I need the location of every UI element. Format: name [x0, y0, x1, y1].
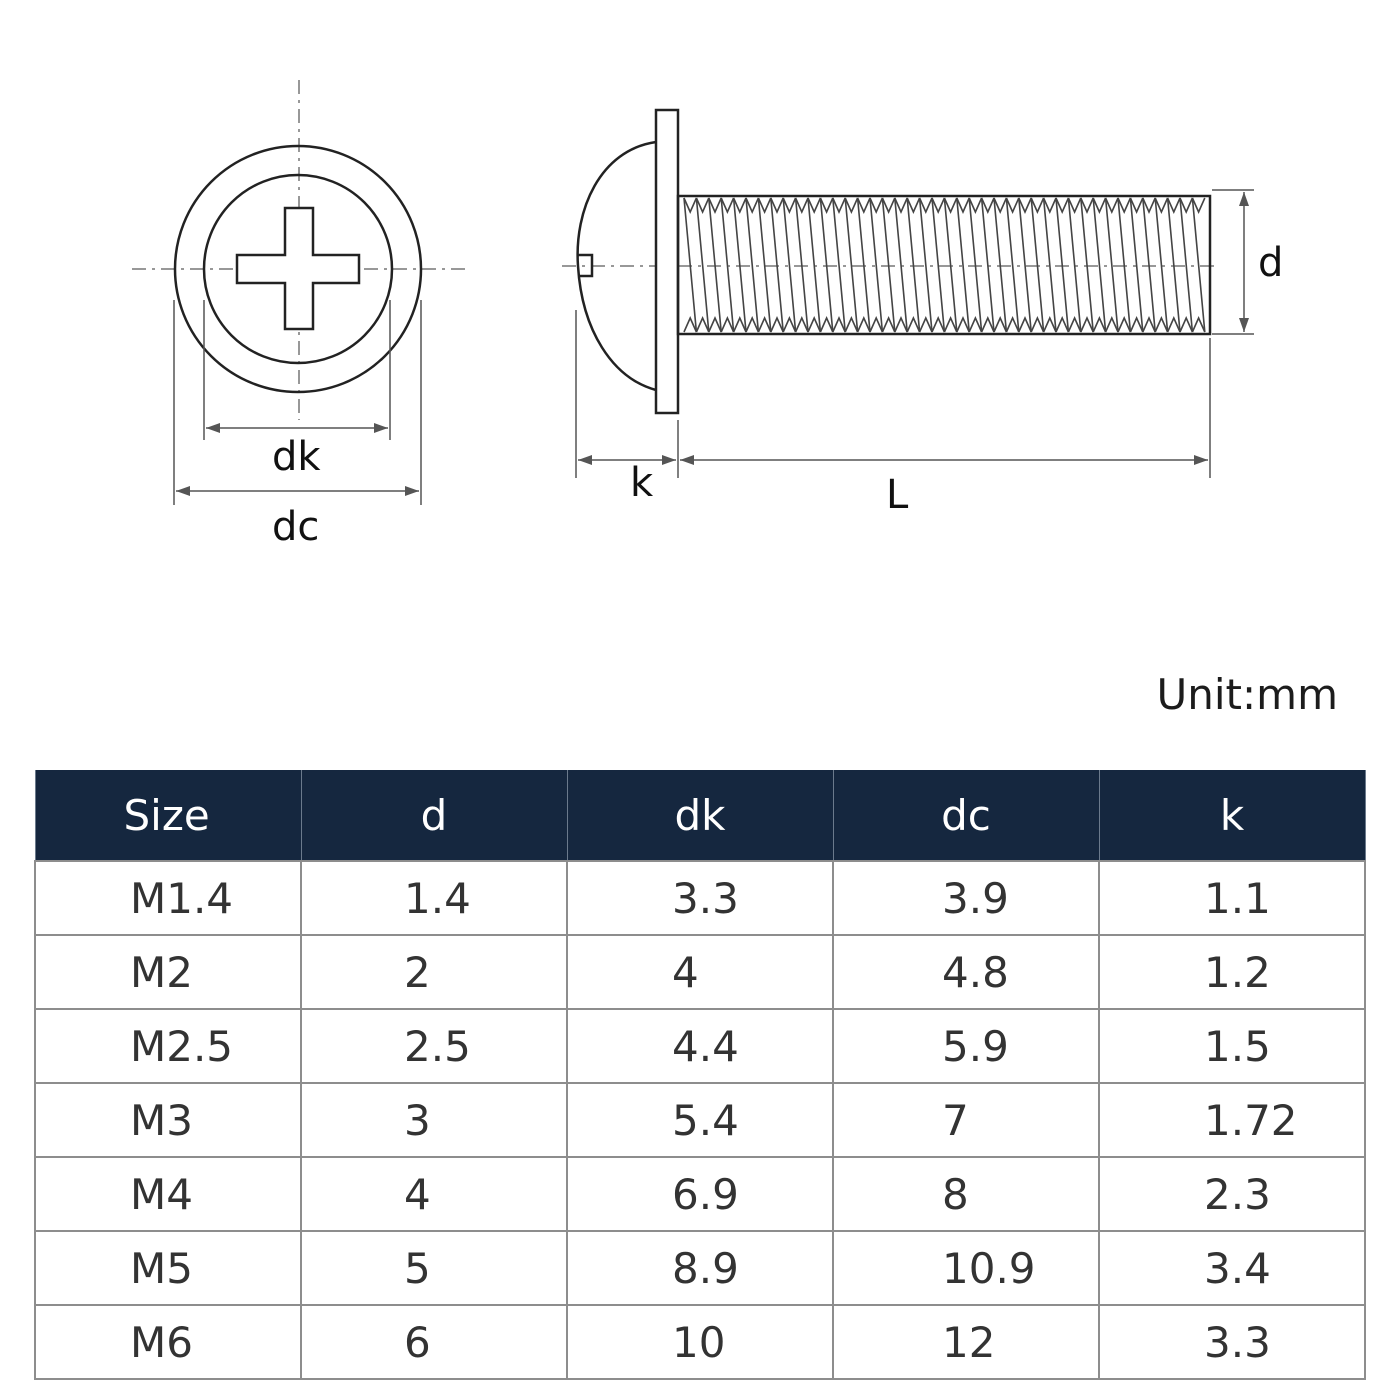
- head-inner-circle: [202, 173, 394, 365]
- cell-dk: 8.9: [566, 1230, 834, 1306]
- head-top-view: [132, 80, 466, 505]
- cell-dc: 10.9: [832, 1230, 1100, 1306]
- cell-d: 2: [300, 934, 568, 1010]
- dc-label: dc: [272, 504, 319, 550]
- cell-k: 1.2: [1098, 934, 1366, 1010]
- cell-size: M2.5: [34, 1008, 302, 1084]
- cell-size: M6: [34, 1304, 302, 1380]
- cell-d: 4: [300, 1156, 568, 1232]
- thread-lines: [683, 197, 1206, 333]
- washer-flange: [654, 108, 680, 415]
- cell-dk: 5.4: [566, 1082, 834, 1158]
- header-dk: dk: [566, 770, 834, 861]
- table-row: M1.4 1.4 3.3 3.9 1.1: [34, 860, 1366, 936]
- washer-outer-circle: [173, 144, 423, 394]
- phillips-cross-recess: [235, 206, 361, 331]
- header-d: d: [300, 770, 568, 861]
- cell-dk: 10: [566, 1304, 834, 1380]
- table-row: M2 2 4 4.8 1.2: [34, 934, 1366, 1010]
- dome-head: [576, 140, 657, 392]
- cell-k: 3.4: [1098, 1230, 1366, 1306]
- screw-side-view: [562, 108, 1254, 478]
- screw-dimension-drawing: dk dc k L d: [132, 80, 1283, 550]
- table-row: M4 4 6.9 8 2.3: [34, 1156, 1366, 1232]
- cell-k: 1.72: [1098, 1082, 1366, 1158]
- table-header-row: Size d dk dc k: [34, 770, 1366, 861]
- table-row: M3 3 5.4 7 1.72: [34, 1082, 1366, 1158]
- cell-size: M2: [34, 934, 302, 1010]
- cell-k: 2.3: [1098, 1156, 1366, 1232]
- cell-dc: 8: [832, 1156, 1100, 1232]
- cell-dk: 3.3: [566, 860, 834, 936]
- cell-k: 1.1: [1098, 860, 1366, 936]
- cell-dc: 12: [832, 1304, 1100, 1380]
- cell-size: M1.4: [34, 860, 302, 936]
- cell-d: 6: [300, 1304, 568, 1380]
- head-slot: [578, 253, 594, 278]
- table-row: M5 5 8.9 10.9 3.4: [34, 1230, 1366, 1306]
- dk-label: dk: [272, 434, 321, 480]
- cell-dc: 7: [832, 1082, 1100, 1158]
- cell-d: 3: [300, 1082, 568, 1158]
- table-row: M6 6 10 12 3.3: [34, 1304, 1366, 1380]
- cell-size: M4: [34, 1156, 302, 1232]
- cell-dc: 3.9: [832, 860, 1100, 936]
- k-label: k: [630, 460, 654, 506]
- threaded-shank: [676, 194, 1212, 336]
- table-row: M2.5 2.5 4.4 5.9 1.5: [34, 1008, 1366, 1084]
- L-label: L: [886, 472, 909, 518]
- cell-dc: 5.9: [832, 1008, 1100, 1084]
- header-k: k: [1098, 770, 1366, 861]
- cell-size: M5: [34, 1230, 302, 1306]
- header-size: Size: [34, 770, 302, 861]
- header-dc: dc: [832, 770, 1100, 861]
- cell-d: 2.5: [300, 1008, 568, 1084]
- d-label: d: [1258, 240, 1283, 286]
- cell-dk: 6.9: [566, 1156, 834, 1232]
- cell-dc: 4.8: [832, 934, 1100, 1010]
- cell-k: 1.5: [1098, 1008, 1366, 1084]
- cell-dk: 4.4: [566, 1008, 834, 1084]
- cell-k: 3.3: [1098, 1304, 1366, 1380]
- size-spec-table: Size d dk dc k M1.4 1.4 3.3 3.9 1.1 M2 2…: [34, 770, 1366, 1380]
- cell-size: M3: [34, 1082, 302, 1158]
- cell-d: 5: [300, 1230, 568, 1306]
- cell-d: 1.4: [300, 860, 568, 936]
- cell-dk: 4: [566, 934, 834, 1010]
- unit-label: Unit:mm: [1156, 670, 1338, 719]
